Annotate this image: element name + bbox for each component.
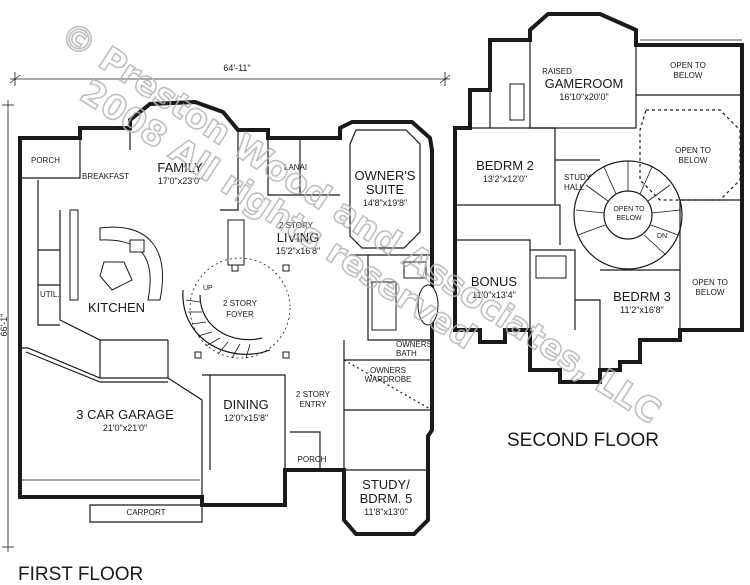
entry-label-1: 2 STORY	[296, 390, 331, 399]
first-floor-walls	[18, 99, 439, 536]
kitchen-label: KITCHEN	[88, 300, 145, 315]
owners-suite-size: 14'8"x19'8"	[363, 198, 407, 208]
dining-label: DINING	[223, 397, 269, 412]
second-floor-labels: RAISED GAMEROOM 16'10"x20'0" OPEN TO BEL…	[471, 61, 728, 315]
height-dimension: 66'-1"	[0, 314, 9, 337]
owners-wardrobe-label-2: WARDROBE	[365, 375, 412, 384]
bedrm2-size: 13'2"x12'0"	[483, 174, 527, 184]
open-top-label-2: BELOW	[674, 71, 703, 80]
family-size: 17'0"x23'0"	[158, 176, 202, 186]
lanai-label: LANAI	[284, 163, 307, 172]
foyer-label-2: FOYER	[226, 310, 254, 319]
study-size: 11'8"x13'0"	[364, 507, 408, 517]
owners-suite-label-1: OWNER'S	[355, 168, 416, 183]
carport-outline	[89, 504, 203, 523]
owners-bath-label-1: OWNERS	[396, 340, 432, 349]
bonus-size: 11'0"x13'4"	[472, 290, 516, 300]
bedrm2-label: BEDRM 2	[476, 158, 534, 173]
util-label: UTIL.	[40, 290, 60, 299]
living-size: 15'2"x16'8"	[276, 246, 320, 256]
study-label-2: BDRM. 5	[360, 491, 413, 506]
open-right-label-1: OPEN TO	[675, 146, 711, 155]
open-top-label-1: OPEN TO	[670, 61, 706, 70]
dimension-lines	[2, 72, 451, 552]
open-far-label-1: OPEN TO	[692, 278, 728, 287]
gameroom-size: 16'10"x20'0"	[559, 92, 608, 102]
open-stair-label-1: OPEN TO	[613, 206, 645, 213]
open-far-label-2: BELOW	[696, 288, 725, 297]
entry-label-2: ENTRY	[300, 400, 328, 409]
first-floor-labels: PORCH BREAKFAST FAMILY 17'0"x23'0" LANAI…	[31, 156, 432, 517]
carport-label: CARPORT	[127, 508, 166, 517]
open-right-label-2: BELOW	[679, 156, 708, 165]
owners-bath-label-2: BATH	[396, 349, 417, 358]
bedrm3-label: BEDRM 3	[613, 289, 671, 304]
second-floor-walls	[453, 12, 744, 384]
study-label-1: STUDY/	[362, 477, 410, 492]
porch-left-label: PORCH	[31, 156, 60, 165]
stair-dn-label: DN	[657, 233, 667, 240]
garage-size: 21'0"x21'0"	[103, 423, 147, 433]
dining-size: 12'0"x15'8"	[224, 413, 268, 423]
family-label: FAMILY	[157, 160, 203, 175]
bedrm3-size: 11'2"x16'8"	[620, 305, 664, 315]
open-stair-label-2: BELOW	[616, 215, 642, 222]
living-label: LIVING	[277, 230, 320, 245]
study-hall-label-2: HALL	[564, 183, 585, 192]
second-floor-title: SECOND FLOOR	[507, 430, 659, 451]
gameroom-note: RAISED	[542, 67, 572, 76]
width-dimension: 64'-11"	[223, 63, 250, 73]
foyer-up-label: UP	[203, 285, 213, 292]
bonus-label: BONUS	[471, 274, 518, 289]
owners-suite-label-2: SUITE	[366, 182, 405, 197]
owners-wardrobe-label-1: OWNERS	[370, 366, 406, 375]
gameroom-label: GAMEROOM	[545, 76, 624, 91]
garage-label: 3 CAR GARAGE	[76, 407, 174, 422]
study-hall-label-1: STUDY	[564, 173, 592, 182]
first-floor-title: FIRST FLOOR	[18, 564, 143, 585]
foyer-label-1: 2 STORY	[223, 299, 258, 308]
porch-front-label: PORCH	[298, 455, 327, 464]
breakfast-label: BREAKFAST	[82, 172, 129, 181]
living-note: 2 STORY	[279, 221, 314, 230]
